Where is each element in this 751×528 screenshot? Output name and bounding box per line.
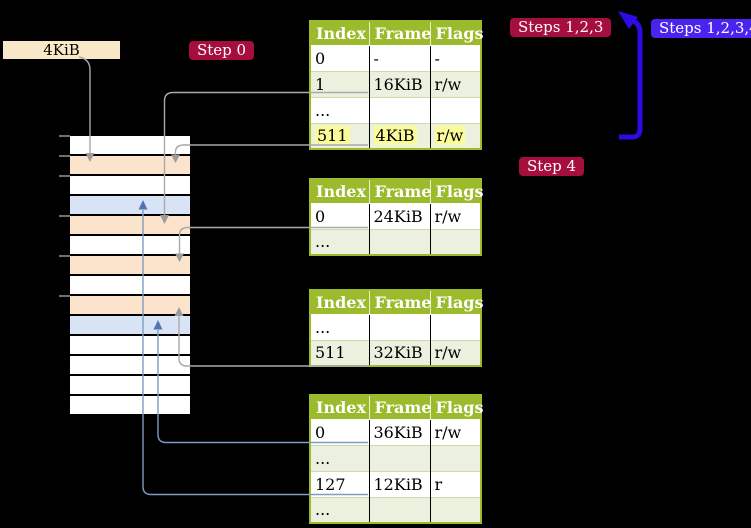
memory-row-10 [70, 316, 190, 336]
table-row: ... [310, 496, 481, 523]
cell-index: 0 [310, 203, 370, 229]
cell-flags [430, 96, 481, 123]
table-row: ... [310, 314, 481, 340]
arrowhead-up-left-icon [618, 11, 638, 29]
column-header-flags: Flags [430, 395, 484, 420]
memory-row-6 [70, 236, 190, 256]
cell-index: ... [310, 314, 370, 340]
memory-row-9 [70, 296, 190, 316]
column-header-flags: Flags [430, 21, 484, 46]
cell-flags [430, 444, 481, 471]
memory-row-7 [70, 256, 190, 276]
memory-row-8 [70, 276, 190, 296]
cell-index: ... [310, 496, 370, 523]
cell-frame [369, 444, 431, 471]
table-row: ... [310, 96, 481, 123]
step-4-badge: Step 4 [519, 157, 585, 176]
cell-flags: r/w [434, 422, 462, 442]
arrowhead-left-icon [482, 132, 491, 142]
column-header-flags: Flags [430, 290, 484, 315]
table-header-row: Index Frame Flags [310, 395, 484, 420]
step-0-badge: Step 0 [189, 41, 255, 60]
memory-row-12 [70, 356, 190, 376]
cell-flags [430, 314, 481, 340]
cell-frame: - [369, 45, 431, 71]
cell-flags [430, 228, 481, 255]
column-header-frame: Frame [369, 21, 431, 46]
cell-index: ... [310, 96, 370, 123]
table-header-row: Index Frame Flags [310, 179, 484, 204]
table-row: 0 36KiB r/w [310, 419, 481, 445]
table-row: 1 16KiB r/w [310, 70, 481, 97]
memory-row-4 [70, 196, 190, 216]
column-header-index: Index [310, 290, 370, 315]
steps-loop-arrow [619, 17, 643, 140]
table-row: 511 32KiB r/w [310, 339, 481, 366]
memory-row-3 [70, 176, 190, 196]
cell-index: 0 [310, 419, 370, 445]
cell-flags: r/w [430, 339, 481, 366]
table-row: 127 12KiB r [310, 470, 481, 497]
highlighted-value: 511 [315, 126, 350, 146]
memory-row-13 [70, 376, 190, 396]
column-header-index: Index [310, 395, 370, 420]
table-row: 0 - - [310, 45, 481, 71]
cell-index: 127 [310, 470, 370, 497]
cell-frame: 36KiB [369, 419, 431, 445]
cell-frame [369, 96, 431, 123]
cell-frame: 12KiB [369, 470, 431, 497]
cell-index: 1 [310, 70, 370, 97]
table-row: ... [310, 444, 481, 471]
cell-frame [369, 314, 431, 340]
highlighted-value: r/w [434, 126, 466, 146]
page-table-2: Index Frame Flags 0 24KiB r/w ... [309, 178, 484, 256]
cell-flags: - [434, 48, 440, 68]
cell-flags [430, 496, 481, 523]
cell-frame: 4KiB [369, 122, 431, 149]
highlighted-value: 4KiB [373, 126, 417, 146]
column-header-frame: Frame [369, 290, 431, 315]
cell-frame: 16KiB [369, 70, 431, 97]
table-header-row: Index Frame Flags [310, 21, 484, 46]
memory-row-2 [70, 156, 190, 176]
column-header-flags: Flags [430, 179, 484, 204]
cell-frame [369, 228, 431, 255]
memory-row-11 [70, 336, 190, 356]
table-row: ... [310, 228, 481, 255]
steps-1-2-3-4-badge: Steps 1,2,3,4 [651, 19, 751, 38]
memory-row-1 [70, 136, 190, 156]
page-table-1: Index Frame Flags 0 - - 1 16KiB r/w ... … [309, 20, 484, 150]
memory-row-5 [70, 216, 190, 236]
cell-index: 511 [310, 339, 370, 366]
cell-frame [369, 496, 431, 523]
cell-index: ... [310, 228, 370, 255]
page-table-4: Index Frame Flags 0 36KiB r/w ... 127 12… [309, 394, 484, 524]
cell-index: 511 [310, 122, 370, 149]
cell-index: 0 [310, 45, 370, 71]
column-header-index: Index [310, 179, 370, 204]
cell-frame: 24KiB [369, 203, 431, 229]
table-row: 0 24KiB r/w [310, 203, 481, 229]
page-size-label: 4KiB [3, 41, 120, 59]
table-row-highlighted: 511 4KiB r/w [310, 122, 481, 149]
physical-memory-column [70, 136, 190, 416]
cell-flags: r/w [430, 70, 481, 97]
cell-frame: 32KiB [369, 339, 431, 366]
memory-row-14 [70, 396, 190, 416]
table-header-row: Index Frame Flags [310, 290, 484, 315]
column-header-frame: Frame [369, 395, 431, 420]
column-header-frame: Frame [369, 179, 431, 204]
cell-flags: r/w [430, 122, 481, 149]
column-header-index: Index [310, 21, 370, 46]
page-table-3: Index Frame Flags ... 511 32KiB r/w [309, 289, 484, 367]
steps-1-2-3-badge: Steps 1,2,3 [510, 18, 612, 37]
cell-flags: r [430, 470, 481, 497]
cell-index: ... [310, 444, 370, 471]
cell-flags: r/w [434, 206, 462, 226]
